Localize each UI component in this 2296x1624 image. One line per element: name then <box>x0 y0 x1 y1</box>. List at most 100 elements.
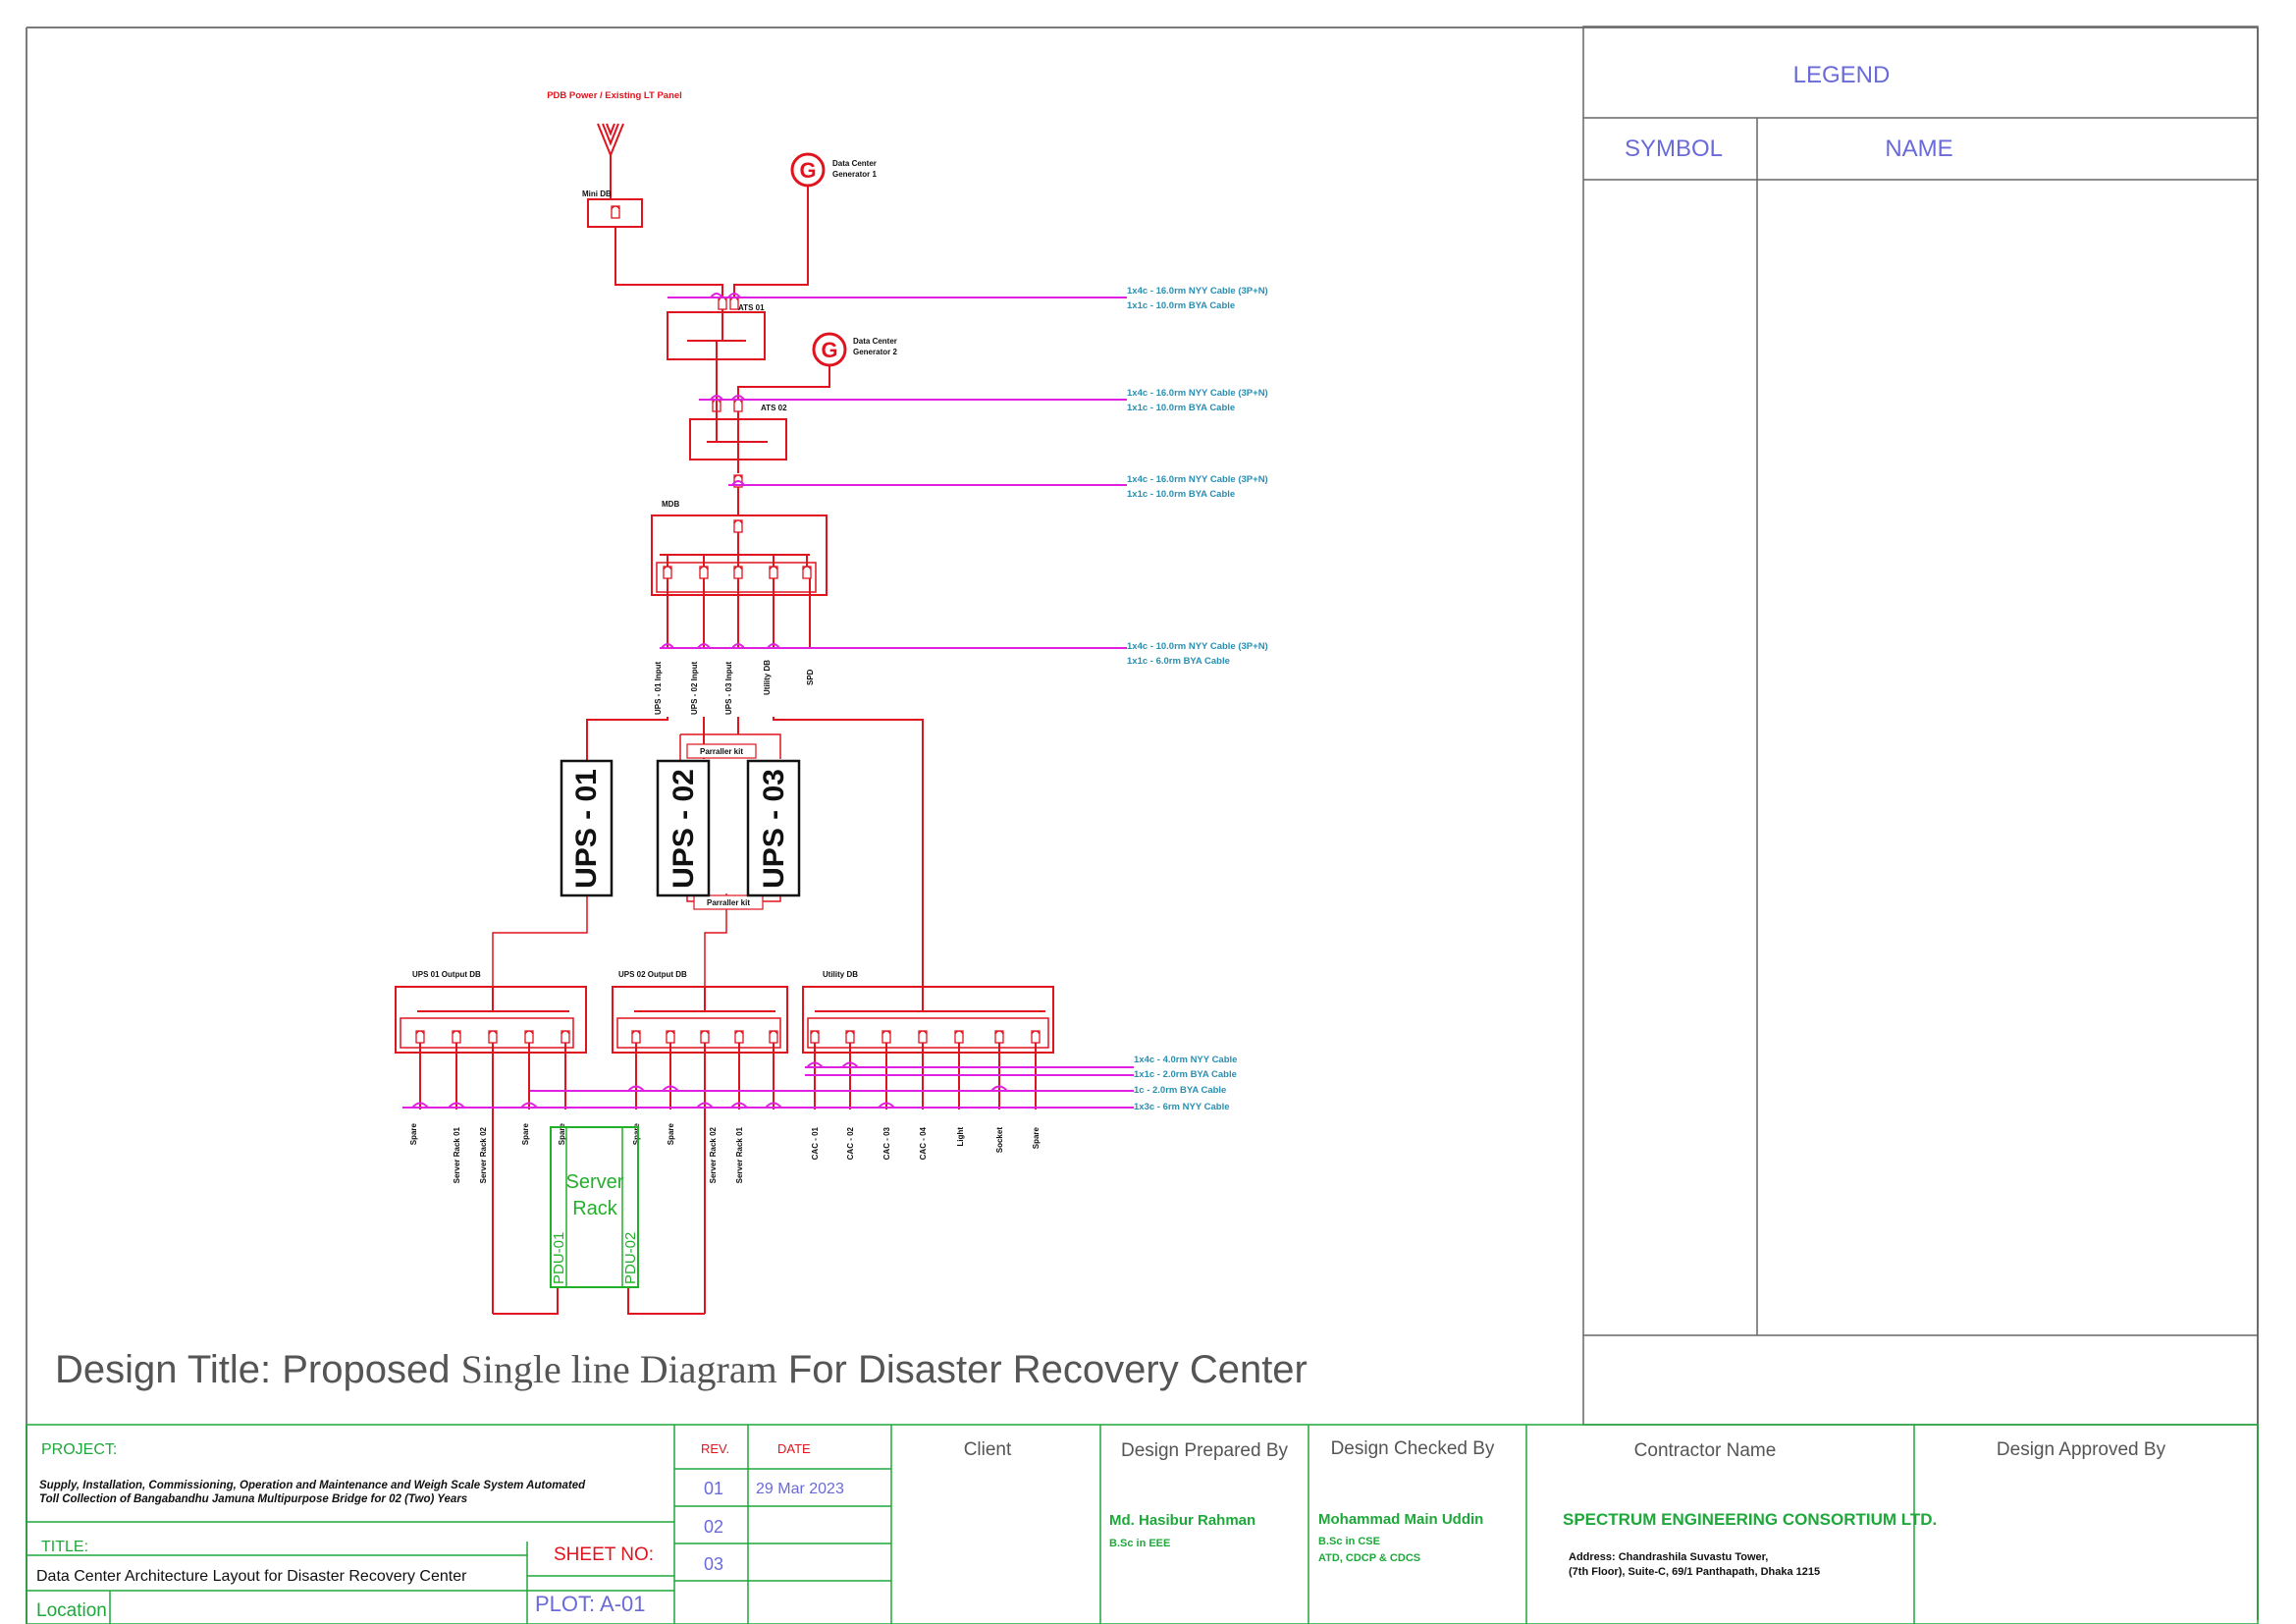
date-label: DATE <box>777 1441 811 1456</box>
server-rack-label: Server <box>566 1171 624 1193</box>
cable-note-1: 1x4c - 16.0rm NYY Cable (3P+N) <box>1127 286 1268 297</box>
svg-text:CAC - 01: CAC - 01 <box>811 1126 820 1160</box>
design-title: Design Title: Proposed Single line Diagr… <box>55 1347 1308 1391</box>
server-rack: Server Rack PDU-01 PDU-02 <box>550 1126 639 1288</box>
ups-02-label: UPS - 02 <box>667 769 700 889</box>
cable-note-4: 1x4c - 10.0rm NYY Cable (3P+N) <box>1127 641 1268 652</box>
mini-db-box <box>587 198 643 228</box>
ups-03: UPS - 03 <box>746 759 801 897</box>
svg-text:CAC - 04: CAC - 04 <box>919 1126 928 1160</box>
project-text-1: Supply, Installation, Commissioning, Ope… <box>39 1480 586 1491</box>
generator-1-label: Data Center <box>832 159 877 168</box>
generator-2-label: Data Center <box>853 337 897 346</box>
rev-02: 02 <box>704 1517 723 1537</box>
svg-text:1x1c - 2.0rm BYA Cable: 1x1c - 2.0rm BYA Cable <box>1134 1069 1237 1080</box>
svg-text:Spare: Spare <box>558 1122 566 1145</box>
project-text-2: Toll Collection of Bangabandhu Jamuna Mu… <box>39 1493 467 1505</box>
contractor-name: SPECTRUM ENGINEERING CONSORTIUM LTD. <box>1563 1510 1937 1529</box>
svg-text:Server Rack 02: Server Rack 02 <box>479 1126 488 1183</box>
distribution-cable-runs <box>402 1061 1134 1109</box>
paralleler-kit-top: Parraller kit <box>700 747 743 756</box>
source-label: PDB Power / Existing LT Panel <box>547 90 682 101</box>
approved-by-label: Design Approved By <box>1997 1439 2166 1460</box>
svg-text:CAC - 02: CAC - 02 <box>846 1126 855 1160</box>
svg-text:Rack: Rack <box>572 1198 618 1219</box>
mdb: MDB UPS - 01 Input UPS - 02 Input UPS - … <box>651 500 828 715</box>
paralleler-kit-bottom: Parraller kit <box>707 898 750 907</box>
cable-note-2: 1x4c - 16.0rm NYY Cable (3P+N) <box>1127 388 1268 399</box>
ups-02: UPS - 02 <box>656 759 711 897</box>
rev-01: 01 <box>704 1479 723 1498</box>
ups-01-label: UPS - 01 <box>570 769 603 889</box>
ats-02-label: ATS 02 <box>761 404 787 412</box>
cable-notes: 1x4c - 16.0rm NYY Cable (3P+N) 1x1c - 10… <box>1127 286 1268 667</box>
svg-text:Light: Light <box>956 1127 965 1147</box>
svg-text:Server Rack 02: Server Rack 02 <box>709 1126 718 1183</box>
mdb-out-utility: Utility DB <box>763 660 772 695</box>
svg-text:Spare: Spare <box>667 1122 675 1145</box>
ups01-output-db-label: UPS 01 Output DB <box>412 970 481 979</box>
mdb-out-ups02: UPS - 02 Input <box>690 661 699 715</box>
ups-03-label: UPS - 03 <box>758 769 790 889</box>
rev-01-date: 29 Mar 2023 <box>756 1481 844 1497</box>
checked-by-label: Design Checked By <box>1331 1438 1495 1459</box>
legend-symbol-header: SYMBOL <box>1625 135 1723 162</box>
paralleler-kits: Parraller kit Parraller kit <box>686 743 764 910</box>
svg-text:1x4c - 4.0rm NYY Cable: 1x4c - 4.0rm NYY Cable <box>1134 1055 1237 1065</box>
svg-text:Socket: Socket <box>995 1127 1004 1154</box>
generator-2: G Data Center Generator 2 <box>737 332 897 400</box>
checked-by-qual-2: ATD, CDCP & CDCS <box>1318 1552 1420 1564</box>
svg-text:Generator 1: Generator 1 <box>832 170 877 179</box>
circuit-labels: Spare Server Rack 01 Server Rack 02 Spar… <box>409 1122 1041 1183</box>
cable-note-3: 1x4c - 16.0rm NYY Cable (3P+N) <box>1127 474 1268 485</box>
pdu-02-label: PDU-02 <box>622 1232 639 1284</box>
mini-db-label: Mini DB <box>582 189 612 198</box>
plot-label: PLOT: A-01 <box>535 1592 646 1616</box>
checked-by-name: Mohammad Main Uddin <box>1318 1511 1483 1528</box>
supply-arrow-icon <box>597 123 624 158</box>
distribution-cable-notes: 1x4c - 4.0rm NYY Cable 1x1c - 2.0rm BYA … <box>1134 1055 1237 1112</box>
mdb-out-ups01: UPS - 01 Input <box>654 661 663 715</box>
cable-runs <box>660 293 1127 649</box>
svg-text:Generator 2: Generator 2 <box>853 348 897 356</box>
svg-text:1c - 2.0rm BYA Cable: 1c - 2.0rm BYA Cable <box>1134 1085 1226 1096</box>
svg-text:1x1c - 10.0rm BYA Cable: 1x1c - 10.0rm BYA Cable <box>1127 403 1235 413</box>
svg-text:CAC - 03: CAC - 03 <box>882 1126 891 1160</box>
legend-name-header: NAME <box>1885 135 1952 162</box>
pdu-01-label: PDU-01 <box>551 1232 567 1284</box>
svg-text:Server Rack 01: Server Rack 01 <box>453 1126 461 1183</box>
mdb-out-ups03: UPS - 03 Input <box>724 661 733 715</box>
svg-text:G: G <box>821 338 837 362</box>
mdb-label: MDB <box>662 500 679 509</box>
title-text: Data Center Architecture Layout for Disa… <box>36 1568 467 1585</box>
ups-01: UPS - 01 <box>560 759 614 897</box>
title-label: TITLE: <box>41 1539 88 1555</box>
title-block: PROJECT: Supply, Installation, Commissio… <box>26 1424 2259 1624</box>
utility-db: Utility DB <box>802 970 1054 1054</box>
generator-1: G Data Center Generator 1 <box>733 152 877 298</box>
contractor-address-2: (7th Floor), Suite-C, 69/1 Panthapath, D… <box>1569 1566 1820 1578</box>
prepared-by-name: Md. Hasibur Rahman <box>1109 1512 1255 1529</box>
ups02-output-db: UPS 02 Output DB <box>612 970 788 1054</box>
ats-02: ATS 02 <box>689 399 787 515</box>
contractor-address-1: Address: Chandrashila Suvastu Tower, <box>1569 1551 1768 1563</box>
svg-text:1x1c - 6.0rm BYA Cable: 1x1c - 6.0rm BYA Cable <box>1127 656 1230 667</box>
checked-by-qual-1: B.Sc in CSE <box>1318 1536 1380 1547</box>
project-label: PROJECT: <box>41 1441 117 1458</box>
svg-text:1x3c - 6rm NYY Cable: 1x3c - 6rm NYY Cable <box>1134 1102 1230 1112</box>
prepared-by-label: Design Prepared By <box>1121 1440 1289 1461</box>
svg-text:Spare: Spare <box>409 1122 418 1145</box>
rev-03: 03 <box>704 1554 723 1574</box>
location-label: Location <box>36 1600 107 1621</box>
ats-01-label: ATS 01 <box>738 303 765 312</box>
legend-panel: LEGEND SYMBOL NAME <box>1582 26 2259 1426</box>
svg-text:Spare: Spare <box>521 1122 530 1145</box>
db-outgoing-drops <box>419 1043 1037 1315</box>
svg-text:Spare: Spare <box>1032 1126 1041 1149</box>
ups01-output-db: UPS 01 Output DB <box>395 970 587 1054</box>
svg-text:Server Rack 01: Server Rack 01 <box>735 1126 744 1183</box>
svg-text:Spare: Spare <box>632 1122 641 1145</box>
prepared-by-qual: B.Sc in EEE <box>1109 1538 1170 1549</box>
rev-label: REV. <box>701 1441 729 1456</box>
